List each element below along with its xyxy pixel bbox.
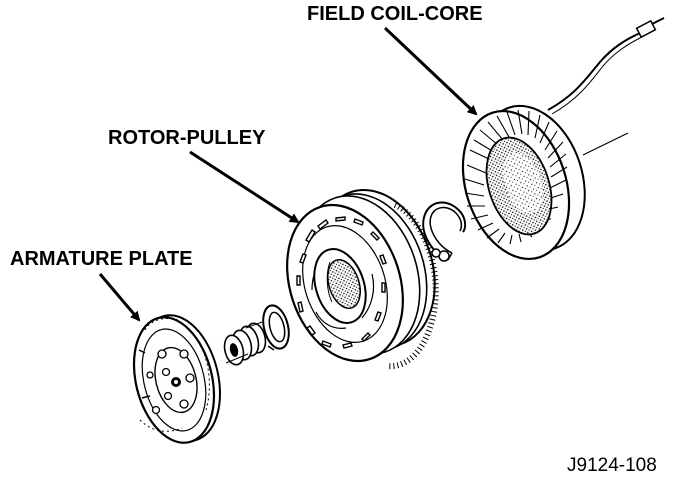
field-coil-core: [461, 17, 665, 261]
armature-plate-label: ARMATURE PLATE: [10, 248, 193, 270]
rotor-pulley-label: ROTOR-PULLEY: [108, 127, 266, 149]
shim-stack: [223, 321, 267, 366]
leader-arrows: [98, 26, 478, 322]
rotor-pulley-arrow: [189, 150, 300, 224]
field-coil-core-label: FIELD COIL-CORE: [307, 3, 483, 25]
center-axis: [582, 132, 629, 156]
armature-plate-arrow: [98, 273, 141, 322]
field-coil-arrow: [383, 26, 478, 116]
rotor-pulley: [286, 188, 439, 370]
figure-id-label: J9124-108: [567, 455, 657, 476]
snap-ring-small: [262, 304, 290, 351]
armature-plate: [132, 314, 221, 444]
